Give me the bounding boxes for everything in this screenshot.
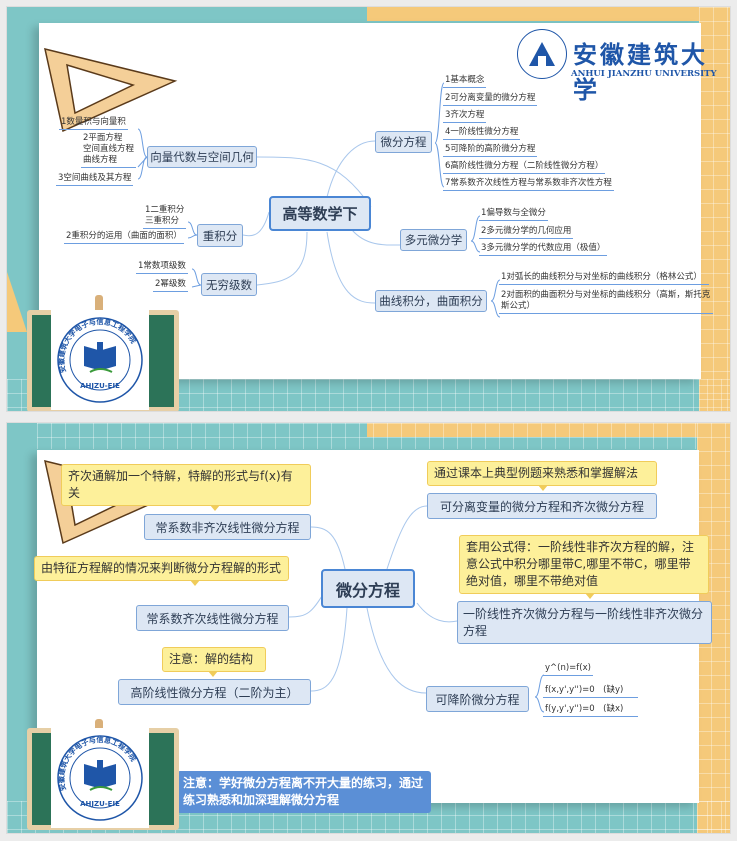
node-first-order-linear[interactable]: 一阶线性齐次微分方程与一阶线性非齐次微分方程	[457, 601, 712, 644]
leaf[interactable]: f(x,y',y'')=0 (缺y)	[543, 685, 638, 698]
leaf[interactable]: 1二重积分 三重积分	[143, 205, 187, 229]
leaf[interactable]: 6高阶线性微分方程（二阶线性微分方程）	[443, 161, 606, 174]
triangle-ruler-icon	[44, 47, 178, 133]
leaf[interactable]: f(y,y',y'')=0 (缺x)	[543, 704, 638, 717]
node-series[interactable]: 无穷级数	[201, 273, 257, 296]
node-line-surface-integral[interactable]: 曲线积分，曲面积分	[375, 290, 487, 312]
leaf[interactable]: 1基本概念	[443, 75, 487, 88]
note: 套用公式得：一阶线性非齐次方程的解，注意公式中积分哪里带C,哪里不带C，哪里带绝…	[459, 535, 709, 599]
leaf[interactable]: 1常数项级数	[136, 261, 188, 274]
leaf[interactable]: 2可分离变量的微分方程	[443, 93, 538, 106]
note: 由特征方程解的情况来判断微分方程解的形式	[34, 556, 289, 586]
slide-1: 安徽建筑大学 ANHUI JIANZHU UNIVERSITY 高等数学下 向量…	[6, 6, 731, 412]
leaf[interactable]: 2重积分的运用（曲面的面积）	[64, 231, 184, 244]
node-multivar[interactable]: 多元微分学	[400, 229, 467, 251]
leaf[interactable]: 5可降阶的高阶微分方程	[443, 144, 538, 157]
footer-note: 注意：学好微分方程离不开大量的练习，通过练习熟悉和加深理解微分方程	[177, 771, 431, 813]
badge-text: AHJZU-EIE	[80, 800, 120, 808]
school-badge-logo: 安徽建筑大学电子与信息工程学院 AHJZU-EIE	[51, 310, 149, 410]
leaf[interactable]: 2对面积的曲面积分与对坐标的曲线积分（高斯，斯托克斯公式）	[499, 290, 713, 314]
leaf[interactable]: 1对弧长的曲线积分与对坐标的曲线积分（格林公式）	[499, 272, 709, 285]
node-higher-order-linear[interactable]: 高阶线性微分方程（二阶为主）	[118, 679, 311, 705]
root-node[interactable]: 微分方程	[321, 569, 415, 608]
root-node[interactable]: 高等数学下	[269, 196, 371, 231]
school-badge-logo: 安徽建筑大学电子与信息工程学院 AHJZU-EIE	[51, 728, 149, 828]
leaf[interactable]: 7常系数齐次线性方程与常系数非齐次性方程	[443, 178, 614, 191]
book-building-icon	[84, 342, 116, 373]
note: 齐次通解加一个特解，特解的形式与f(x)有关	[61, 464, 311, 511]
node-reducible-order[interactable]: 可降阶微分方程	[426, 686, 529, 712]
leaf[interactable]: 2平面方程 空间直线方程 曲线方程	[81, 133, 137, 168]
leaf[interactable]: 3齐次方程	[443, 110, 487, 123]
note: 注意：解的结构	[162, 647, 266, 677]
leaf[interactable]: 3多元微分学的代数应用（极值）	[479, 243, 608, 256]
university-seal	[517, 29, 567, 79]
node-vector[interactable]: 向量代数与空间几何	[147, 146, 257, 168]
leaf[interactable]: 1偏导数与全微分	[479, 208, 548, 221]
node-diff-eq[interactable]: 微分方程	[375, 131, 432, 153]
university-name-cn: 安徽建筑大学	[573, 40, 708, 104]
book-building-icon	[84, 760, 116, 791]
leaf[interactable]: 2幂级数	[153, 279, 188, 292]
leaf[interactable]: 3空间曲线及其方程	[56, 173, 134, 186]
badge-text: AHJZU-EIE	[80, 382, 120, 390]
leaf[interactable]: 2多元微分学的几何应用	[479, 226, 574, 239]
node-homogeneous-const[interactable]: 常系数齐次线性微分方程	[136, 605, 289, 631]
slide-2: 微分方程 齐次通解加一个特解，特解的形式与f(x)有关 常系数非齐次线性微分方程…	[6, 422, 731, 834]
leaf[interactable]: 4一阶线性微分方程	[443, 127, 521, 140]
node-multiple-integral[interactable]: 重积分	[197, 224, 243, 247]
node-nonhomogeneous-const[interactable]: 常系数非齐次线性微分方程	[144, 514, 311, 540]
leaf[interactable]: 1数量积与向量积	[59, 117, 128, 130]
university-name-en: ANHUI JIANZHU UNIVERSITY	[571, 69, 717, 79]
note: 通过课本上典型例题来熟悉和掌握解法	[427, 461, 657, 491]
leaf[interactable]: y^(n)=f(x)	[543, 663, 593, 676]
node-separable[interactable]: 可分离变量的微分方程和齐次微分方程	[427, 493, 657, 519]
